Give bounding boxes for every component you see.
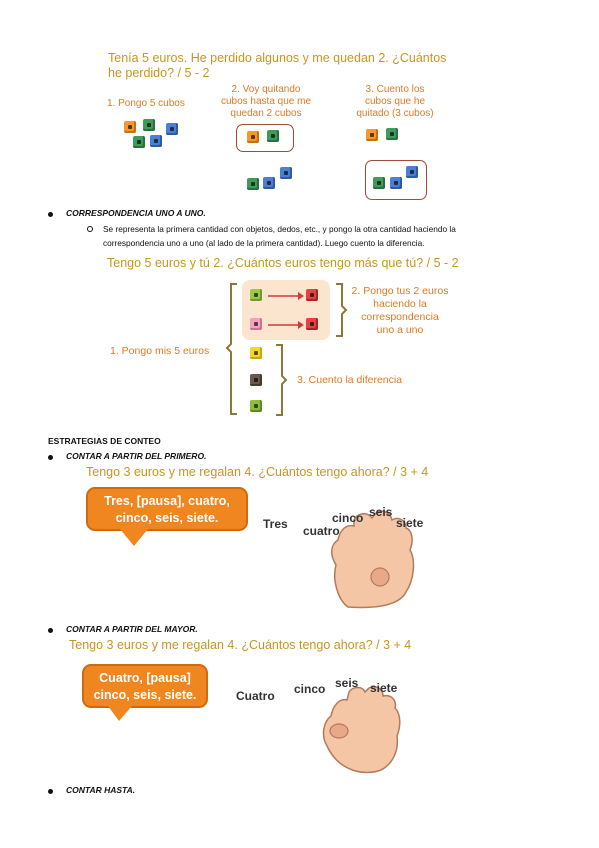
hand-word-seis: seis (369, 505, 393, 519)
hand-icon (331, 510, 415, 609)
hand-word-siete: siete (396, 516, 424, 530)
hand-word-seis: seis (335, 676, 359, 690)
cube-red (306, 289, 318, 301)
left-bracket (225, 283, 237, 415)
hand-word-tres: Tres (263, 517, 288, 531)
cube-blue (406, 166, 418, 178)
problem2-label2-line4: uno a uno (376, 324, 424, 336)
cube-green (267, 130, 279, 142)
problem1-step2-line1: 2. Voy quitando (231, 84, 301, 95)
cube-blue (263, 177, 275, 189)
problem1-step3-line1: 3. Cuento los (365, 84, 425, 95)
sub-bullet-icon (87, 226, 93, 232)
removed-cubes-box (236, 124, 294, 152)
bubble-line1: Tres, [pausa], cuatro, (104, 494, 230, 508)
section-primero-title: CONTAR A PARTIR DEL PRIMERO. (66, 451, 207, 461)
section-correspondencia-text: Se representa la primera cantidad con ob… (103, 222, 456, 250)
counted-cubes-box (365, 160, 427, 200)
cube-green (386, 128, 398, 140)
speech-bubble: Tres, [pausa], cuatro, cinco, seis, siet… (86, 487, 248, 531)
bullet (48, 212, 53, 217)
bubble-line2: cinco, seis, siete. (115, 511, 219, 525)
cube-pink (250, 318, 262, 330)
hand-word-cinco: cinco (332, 511, 364, 525)
bubble-line1: Cuatro, [pausa] (99, 671, 191, 685)
cube-orange (247, 131, 259, 143)
problem2-label2-line3: correspondencia (361, 311, 439, 323)
bubble-tail (108, 706, 132, 721)
cube-lime (250, 400, 262, 412)
bullet (48, 455, 53, 460)
problem1-title-line1: Tenía 5 euros. He perdido algunos y me q… (108, 51, 447, 65)
correspondencia-text-line1: Se representa la primera cantidad con ob… (103, 224, 456, 234)
hand-word-cuatro: Cuatro (236, 689, 275, 703)
bullet (48, 628, 53, 633)
problem1-title-line2: he perdido? / 5 - 2 (108, 66, 210, 80)
arrow-icon (268, 292, 304, 300)
section-correspondencia-title: CORRESPONDENCIA UNO A UNO. (66, 208, 206, 218)
arrow-icon (268, 321, 304, 329)
section-mayor-title: CONTAR A PARTIR DEL MAYOR. (66, 624, 198, 634)
bubble-line2: cinco, seis, siete. (93, 688, 197, 702)
problem1-step3-line3: quitado (3 cubos) (356, 108, 434, 119)
bullet (48, 789, 53, 794)
speech-bubble: Cuatro, [pausa] cinco, seis, siete. (82, 664, 208, 708)
hand-word-siete: siete (370, 681, 398, 695)
bubble-tail (120, 529, 148, 546)
problem1-title: Tenía 5 euros. He perdido algunos y me q… (108, 51, 446, 81)
cube-yellow (250, 347, 262, 359)
problem2-label1: 1. Pongo mis 5 euros (110, 345, 210, 357)
cube-brown (250, 374, 262, 386)
problem1-step1: 1. Pongo 5 cubos (107, 98, 185, 109)
right-bracket (276, 344, 288, 416)
section-hasta-title: CONTAR HASTA. (66, 785, 136, 795)
cube-red (306, 318, 318, 330)
problem2-label2: 2. Pongo tus 2 euros haciendo la corresp… (340, 285, 460, 337)
cube-blue (280, 167, 292, 179)
cube-blue (150, 135, 162, 147)
problem1-step2-line2: cubos hasta que me (220, 96, 312, 107)
correspondencia-text-line2: correspondencia uno a uno (al lado de la… (103, 238, 425, 248)
cube-orange (366, 129, 378, 141)
problem1-step3: 3. Cuento los cubos que he quitado (3 cu… (345, 84, 445, 120)
right-bracket (336, 283, 348, 337)
problem2-title: Tengo 5 euros y tú 2. ¿Cuántos euros ten… (107, 256, 459, 270)
hand-word-cuatro: cuatro (303, 524, 340, 538)
cube-green (143, 119, 155, 131)
cube-green (373, 177, 385, 189)
problem2-label2-line1: 2. Pongo tus 2 euros (351, 285, 449, 297)
cube-blue (390, 177, 402, 189)
cube-orange (124, 121, 136, 133)
problem1-step3-line2: cubos que he (364, 96, 426, 107)
problem1-step2-line3: quedan 2 cubos (230, 108, 302, 119)
hand-icon (322, 686, 401, 774)
problem2-label3: 3. Cuento la diferencia (297, 374, 403, 386)
section-mayor-problem: Tengo 3 euros y me regalan 4. ¿Cuántos t… (69, 638, 412, 652)
estrategias-title: ESTRATEGIAS DE CONTEO (48, 436, 161, 446)
cube-green (247, 178, 259, 190)
cube-lime (250, 289, 262, 301)
section-primero-problem: Tengo 3 euros y me regalan 4. ¿Cuántos t… (86, 465, 429, 479)
cube-green (133, 136, 145, 148)
problem2-label2-line2: haciendo la (373, 298, 427, 310)
problem1-step2: 2. Voy quitando cubos hasta que me queda… (212, 84, 320, 120)
cube-blue (166, 123, 178, 135)
hand-word-cinco: cinco (294, 682, 326, 696)
